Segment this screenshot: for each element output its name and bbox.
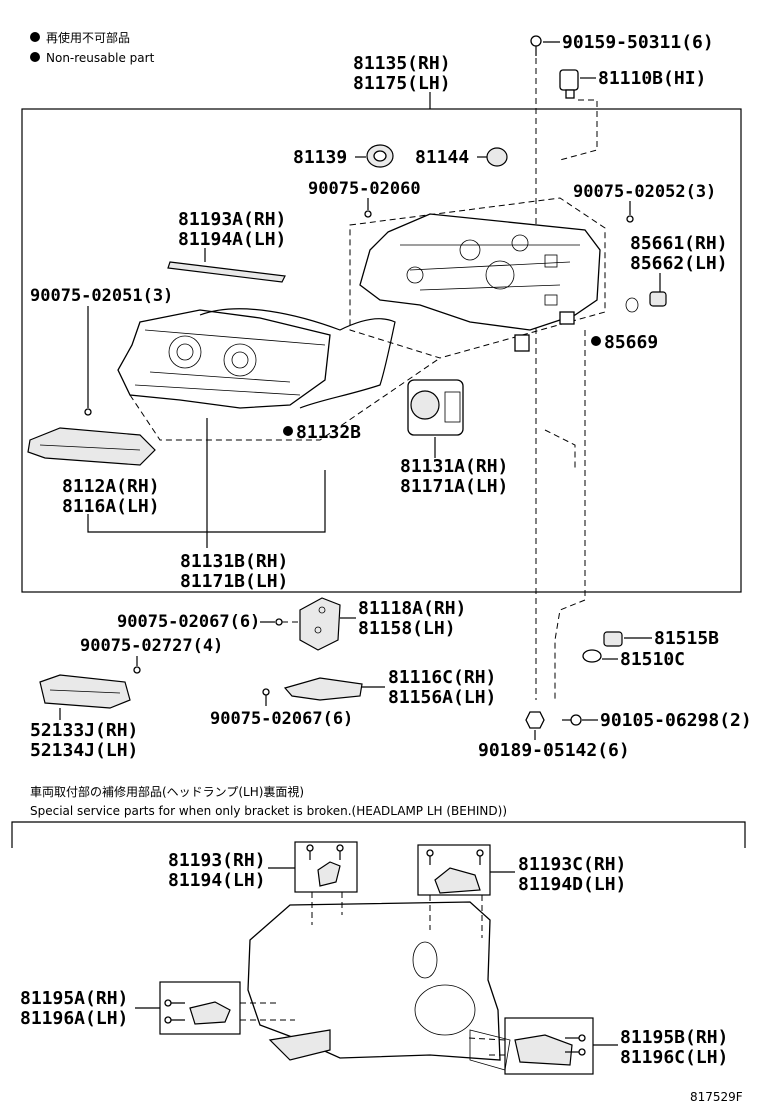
socket-81515b <box>603 631 623 647</box>
label-81194: 81194(LH) <box>168 870 266 891</box>
label-90075-02067-b: 90075-02067(6) <box>210 709 353 729</box>
detail-box-81193 <box>294 841 358 893</box>
non-reusable-dot-icon <box>283 426 293 436</box>
label-8112a: 8112A(RH) <box>62 476 160 497</box>
label-81139: 81139 <box>293 147 347 168</box>
section2-frame <box>11 821 746 848</box>
screw-90105 <box>562 714 582 726</box>
label-81158: 81158(LH) <box>358 618 456 639</box>
label-81515b: 81515B <box>654 628 719 649</box>
label-81118a: 81118A(RH) <box>358 598 466 619</box>
label-85661: 85661(RH) <box>630 233 728 254</box>
section2-title-en: Special service parts for when only brac… <box>30 804 507 818</box>
label-8116a: 8116A(LH) <box>62 496 160 517</box>
label-90105: 90105-06298(2) <box>600 710 752 731</box>
label-81196a: 81196A(LH) <box>20 1008 128 1029</box>
label-81193a: 81193A(RH) <box>178 209 286 230</box>
label-81510c: 81510C <box>620 649 685 670</box>
projector-81131a <box>407 379 464 436</box>
label-81193: 81193(RH) <box>168 850 266 871</box>
label-81110b: 81110B(HI) <box>598 68 706 89</box>
legend: 再使用不可部品 Non-reusable part <box>30 30 155 65</box>
assembly-frame <box>21 108 742 593</box>
seal-81144 <box>486 147 508 167</box>
label-81194a: 81194A(LH) <box>178 229 286 250</box>
label-90075-02067-a: 90075-02067(6) <box>117 612 260 632</box>
label-81171a: 81171A(LH) <box>400 476 508 497</box>
label-81171b: 81171B(LH) <box>180 571 288 592</box>
label-81194d: 81194D(LH) <box>518 874 626 895</box>
label-81195a: 81195A(RH) <box>20 988 128 1009</box>
wire-harness-81132b <box>199 308 396 409</box>
label-81193c: 81193C(RH) <box>518 854 626 875</box>
detail-box-81195b <box>504 1017 594 1075</box>
figure-code: 817529F <box>690 1090 743 1104</box>
legend-jp: 再使用不可部品 <box>46 30 130 45</box>
label-81196c: 81196C(LH) <box>620 1047 728 1068</box>
non-reusable-dot-icon <box>30 32 40 42</box>
headlamp-back-view <box>247 901 511 1071</box>
bracket-81118a <box>299 597 341 651</box>
label-90159: 90159-50311(6) <box>562 32 714 53</box>
label-90075-02060: 90075-02060 <box>308 179 421 199</box>
label-52134j: 52134J(LH) <box>30 740 138 761</box>
section2-title-jp: 車両取付部の補修用部品(ヘッドランプ(LH)裏面視) <box>30 784 304 799</box>
bracket-81116c <box>283 677 363 701</box>
label-81116c: 81116C(RH) <box>388 667 496 688</box>
label-81132b: 81132B <box>296 422 361 443</box>
detail-box-81193c <box>417 844 491 896</box>
label-81175: 81175(LH) <box>353 73 451 94</box>
label-81195b: 81195B(RH) <box>620 1027 728 1048</box>
actuator-85661 <box>649 291 667 307</box>
label-81131b: 81131B(RH) <box>180 551 288 572</box>
non-reusable-dot-icon <box>591 336 601 346</box>
housing-81135 <box>349 197 606 359</box>
label-81135: 81135(RH) <box>353 53 451 74</box>
label-90075-02051: 90075-02051(3) <box>30 286 173 306</box>
bracket-52133j <box>39 674 131 709</box>
bulb-81510c <box>582 649 602 663</box>
bulb-81110b <box>559 69 579 99</box>
label-90075-02052: 90075-02052(3) <box>573 182 716 202</box>
lens-81131b <box>117 309 331 409</box>
screw-90159 <box>530 35 542 56</box>
label-90189: 90189-05142(6) <box>478 740 630 761</box>
label-81144: 81144 <box>415 147 469 168</box>
legend-en: Non-reusable part <box>46 51 155 65</box>
label-52133j: 52133J(RH) <box>30 720 138 741</box>
label-85662: 85662(LH) <box>630 253 728 274</box>
label-85669: 85669 <box>604 332 658 353</box>
label-81156a: 81156A(LH) <box>388 687 496 708</box>
label-90075-02727: 90075-02727(4) <box>80 636 223 656</box>
nut-90189 <box>525 711 545 729</box>
bracket-8112a <box>27 427 156 466</box>
non-reusable-dot-icon <box>30 52 40 62</box>
trim-strip-81193a <box>167 261 286 283</box>
label-81131a: 81131A(RH) <box>400 456 508 477</box>
